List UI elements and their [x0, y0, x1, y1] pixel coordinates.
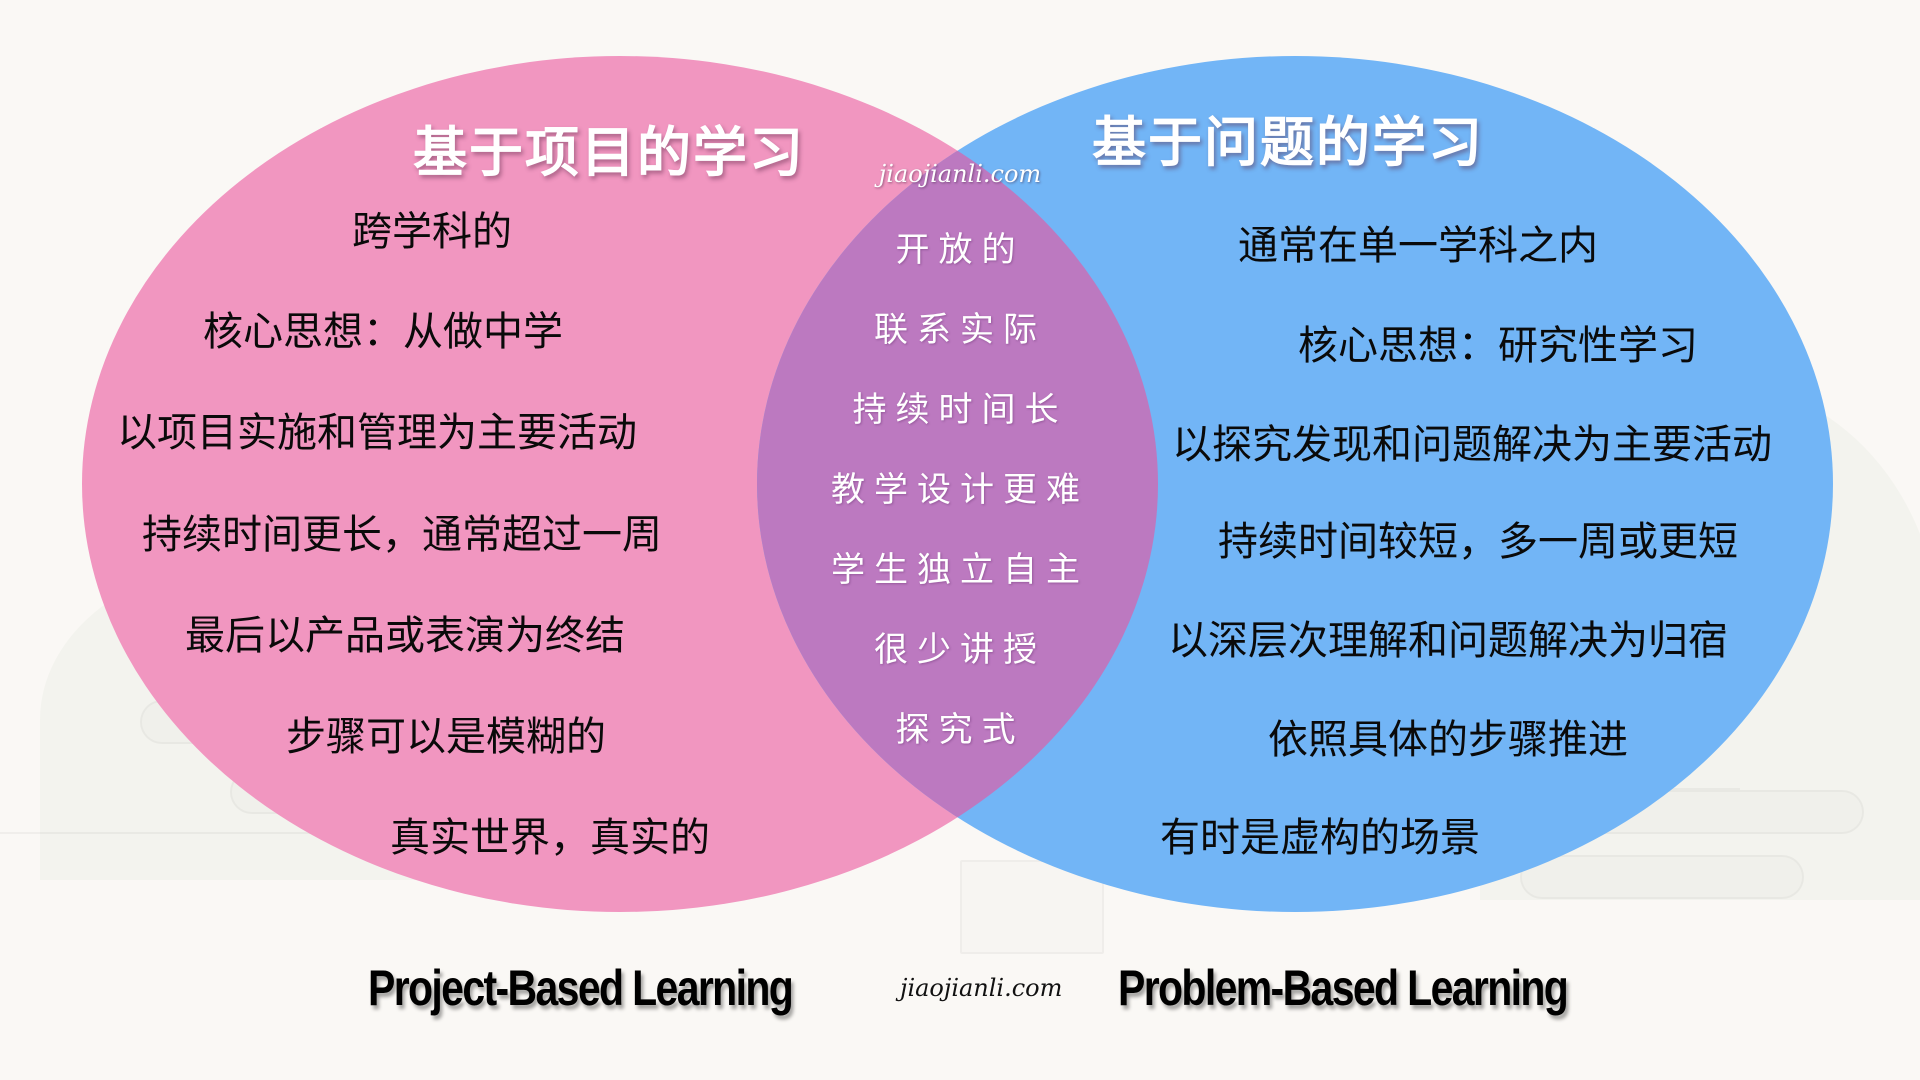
- left-title: 基于项目的学习: [413, 121, 805, 184]
- right-item: 持续时间较短，多一周或更短: [1218, 519, 1738, 565]
- left-item: 跨学科的: [352, 209, 512, 255]
- right-english-label: Problem-Based Learning: [1118, 960, 1569, 1016]
- right-item: 以探究发现和问题解决为主要活动: [1172, 422, 1772, 468]
- left-english-label: Project-Based Learning: [368, 960, 794, 1016]
- right-item: 有时是虚构的场景: [1160, 815, 1480, 861]
- overlap-item: 持续时间长: [852, 390, 1068, 430]
- left-item: 持续时间更长，通常超过一周: [142, 512, 662, 558]
- left-item: 最后以产品或表演为终结: [185, 613, 625, 659]
- right-item: 通常在单一学科之内: [1238, 223, 1598, 269]
- left-item: 步骤可以是模糊的: [286, 714, 606, 760]
- left-item: 以项目实施和管理为主要活动: [117, 410, 637, 456]
- left-item: 核心思想：从做中学: [203, 309, 563, 355]
- overlap-item: 很少讲授: [874, 630, 1046, 670]
- overlap-item: 教学设计更难: [831, 470, 1089, 510]
- left-item: 真实世界，真实的: [390, 815, 710, 861]
- overlap-item: 学生独立自主: [831, 550, 1089, 590]
- overlap-region: [757, 56, 1158, 912]
- background-line: [0, 832, 420, 834]
- watermark-bottom: jiaojianli.com: [900, 974, 1063, 1002]
- overlap-item: 开放的: [895, 230, 1025, 270]
- right-item: 依照具体的步骤推进: [1268, 717, 1628, 763]
- right-item: 以深层次理解和问题解决为归宿: [1168, 618, 1728, 664]
- right-title: 基于问题的学习: [1092, 111, 1484, 174]
- right-item: 核心思想：研究性学习: [1298, 323, 1698, 369]
- watermark-top: jiaojianli.com: [878, 160, 1042, 188]
- overlap-item: 联系实际: [874, 310, 1046, 350]
- overlap-item: 探究式: [895, 710, 1025, 750]
